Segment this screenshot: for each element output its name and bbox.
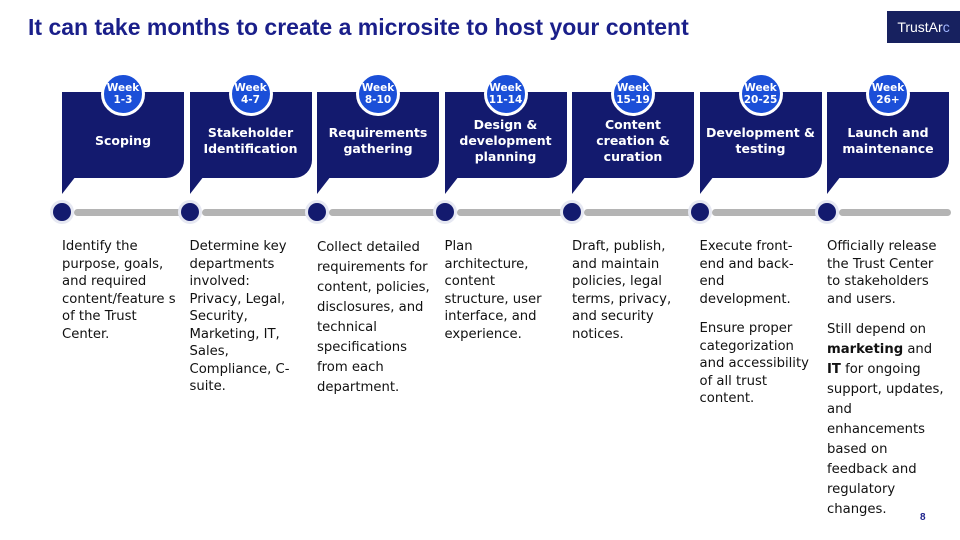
phase-description: Draft, publish, and maintain policies, l…: [572, 238, 686, 355]
description-paragraph: Determine key departments involved: Priv…: [189, 239, 290, 394]
timeline-dot: [53, 203, 71, 221]
phase-card-tail: [444, 176, 459, 194]
phase-description: Plan architecture, content structure, us…: [445, 238, 559, 355]
logo-accent: c: [942, 19, 950, 35]
timeline-dot: [308, 203, 326, 221]
description-paragraph: Collect detailed requirements for conten…: [317, 240, 430, 395]
phase-card-tail: [62, 176, 76, 194]
week-label: Week: [234, 82, 267, 94]
week-label: Week: [106, 82, 140, 94]
logo-text: TrustAr: [897, 19, 943, 35]
timeline-track: [329, 209, 441, 216]
timeline-track: [711, 209, 823, 216]
description-paragraph: Officially release the Trust Center to s…: [827, 239, 937, 307]
week-range: 11-14: [488, 94, 523, 106]
phase-name: Scoping: [94, 133, 152, 148]
timeline-track: [456, 209, 568, 216]
phase-name: Content creation & curation: [596, 117, 670, 164]
phase-name: Launch and maintenance: [842, 125, 934, 156]
timeline-track: [839, 209, 951, 216]
phase-description: Officially release the Trust Center to s…: [827, 238, 947, 532]
timeline-dot: [563, 203, 581, 221]
timeline-track: [74, 209, 186, 216]
description-paragraph: Plan architecture, content structure, us…: [444, 239, 542, 342]
week-range: 1-3: [113, 94, 133, 106]
timeline-dot: [690, 203, 709, 221]
week-range: 15-19: [616, 94, 650, 106]
week-label: Week: [871, 82, 905, 94]
phase-card-tail: [827, 176, 841, 194]
phase-card-tail: [317, 176, 331, 194]
week-label: Week: [361, 82, 395, 94]
timeline-dot: [435, 203, 454, 221]
phase-description: Execute front-end and back-end developme…: [700, 238, 814, 420]
slide-title: It can take months to create a microsite…: [28, 14, 689, 40]
phase-name: Development & testing: [706, 125, 815, 156]
week-range: 26+: [876, 94, 900, 106]
phase-name: Design & development planning: [459, 117, 552, 164]
timeline-dot: [180, 203, 199, 221]
phase-description: Collect detailed requirements for conten…: [317, 238, 431, 410]
phase-card-tail: [572, 176, 586, 194]
week-label: Week: [616, 82, 650, 94]
week-label: Week: [744, 82, 777, 94]
phase-name: Stakeholder Identification: [203, 125, 298, 156]
page-number: 8: [920, 512, 926, 523]
phase-description: Determine key departments involved: Priv…: [190, 238, 304, 408]
description-paragraph: Execute front-end and back-end developme…: [699, 239, 794, 307]
trustarc-logo: TrustArc: [887, 11, 960, 43]
description-paragraph: Identify the purpose, goals, and require…: [62, 239, 176, 342]
week-range: 4-7: [241, 94, 260, 106]
week-range: 8-10: [364, 94, 392, 106]
phase-description: Identify the purpose, goals, and require…: [62, 238, 176, 355]
phase-card-tail: [699, 176, 714, 194]
phase-card-tail: [189, 176, 204, 194]
timeline-dot: [818, 203, 836, 221]
phase-name: Requirements gathering: [328, 125, 428, 156]
description-paragraph: Ensure proper categorization and accessi…: [699, 321, 809, 406]
timeline-track: [201, 209, 313, 216]
timeline-track: [584, 209, 696, 216]
description-paragraph: Draft, publish, and maintain policies, l…: [572, 239, 672, 342]
week-range: 20-25: [743, 94, 778, 106]
description-paragraph: Still depend on marketing and IT for ong…: [827, 322, 944, 517]
week-label: Week: [489, 82, 522, 94]
